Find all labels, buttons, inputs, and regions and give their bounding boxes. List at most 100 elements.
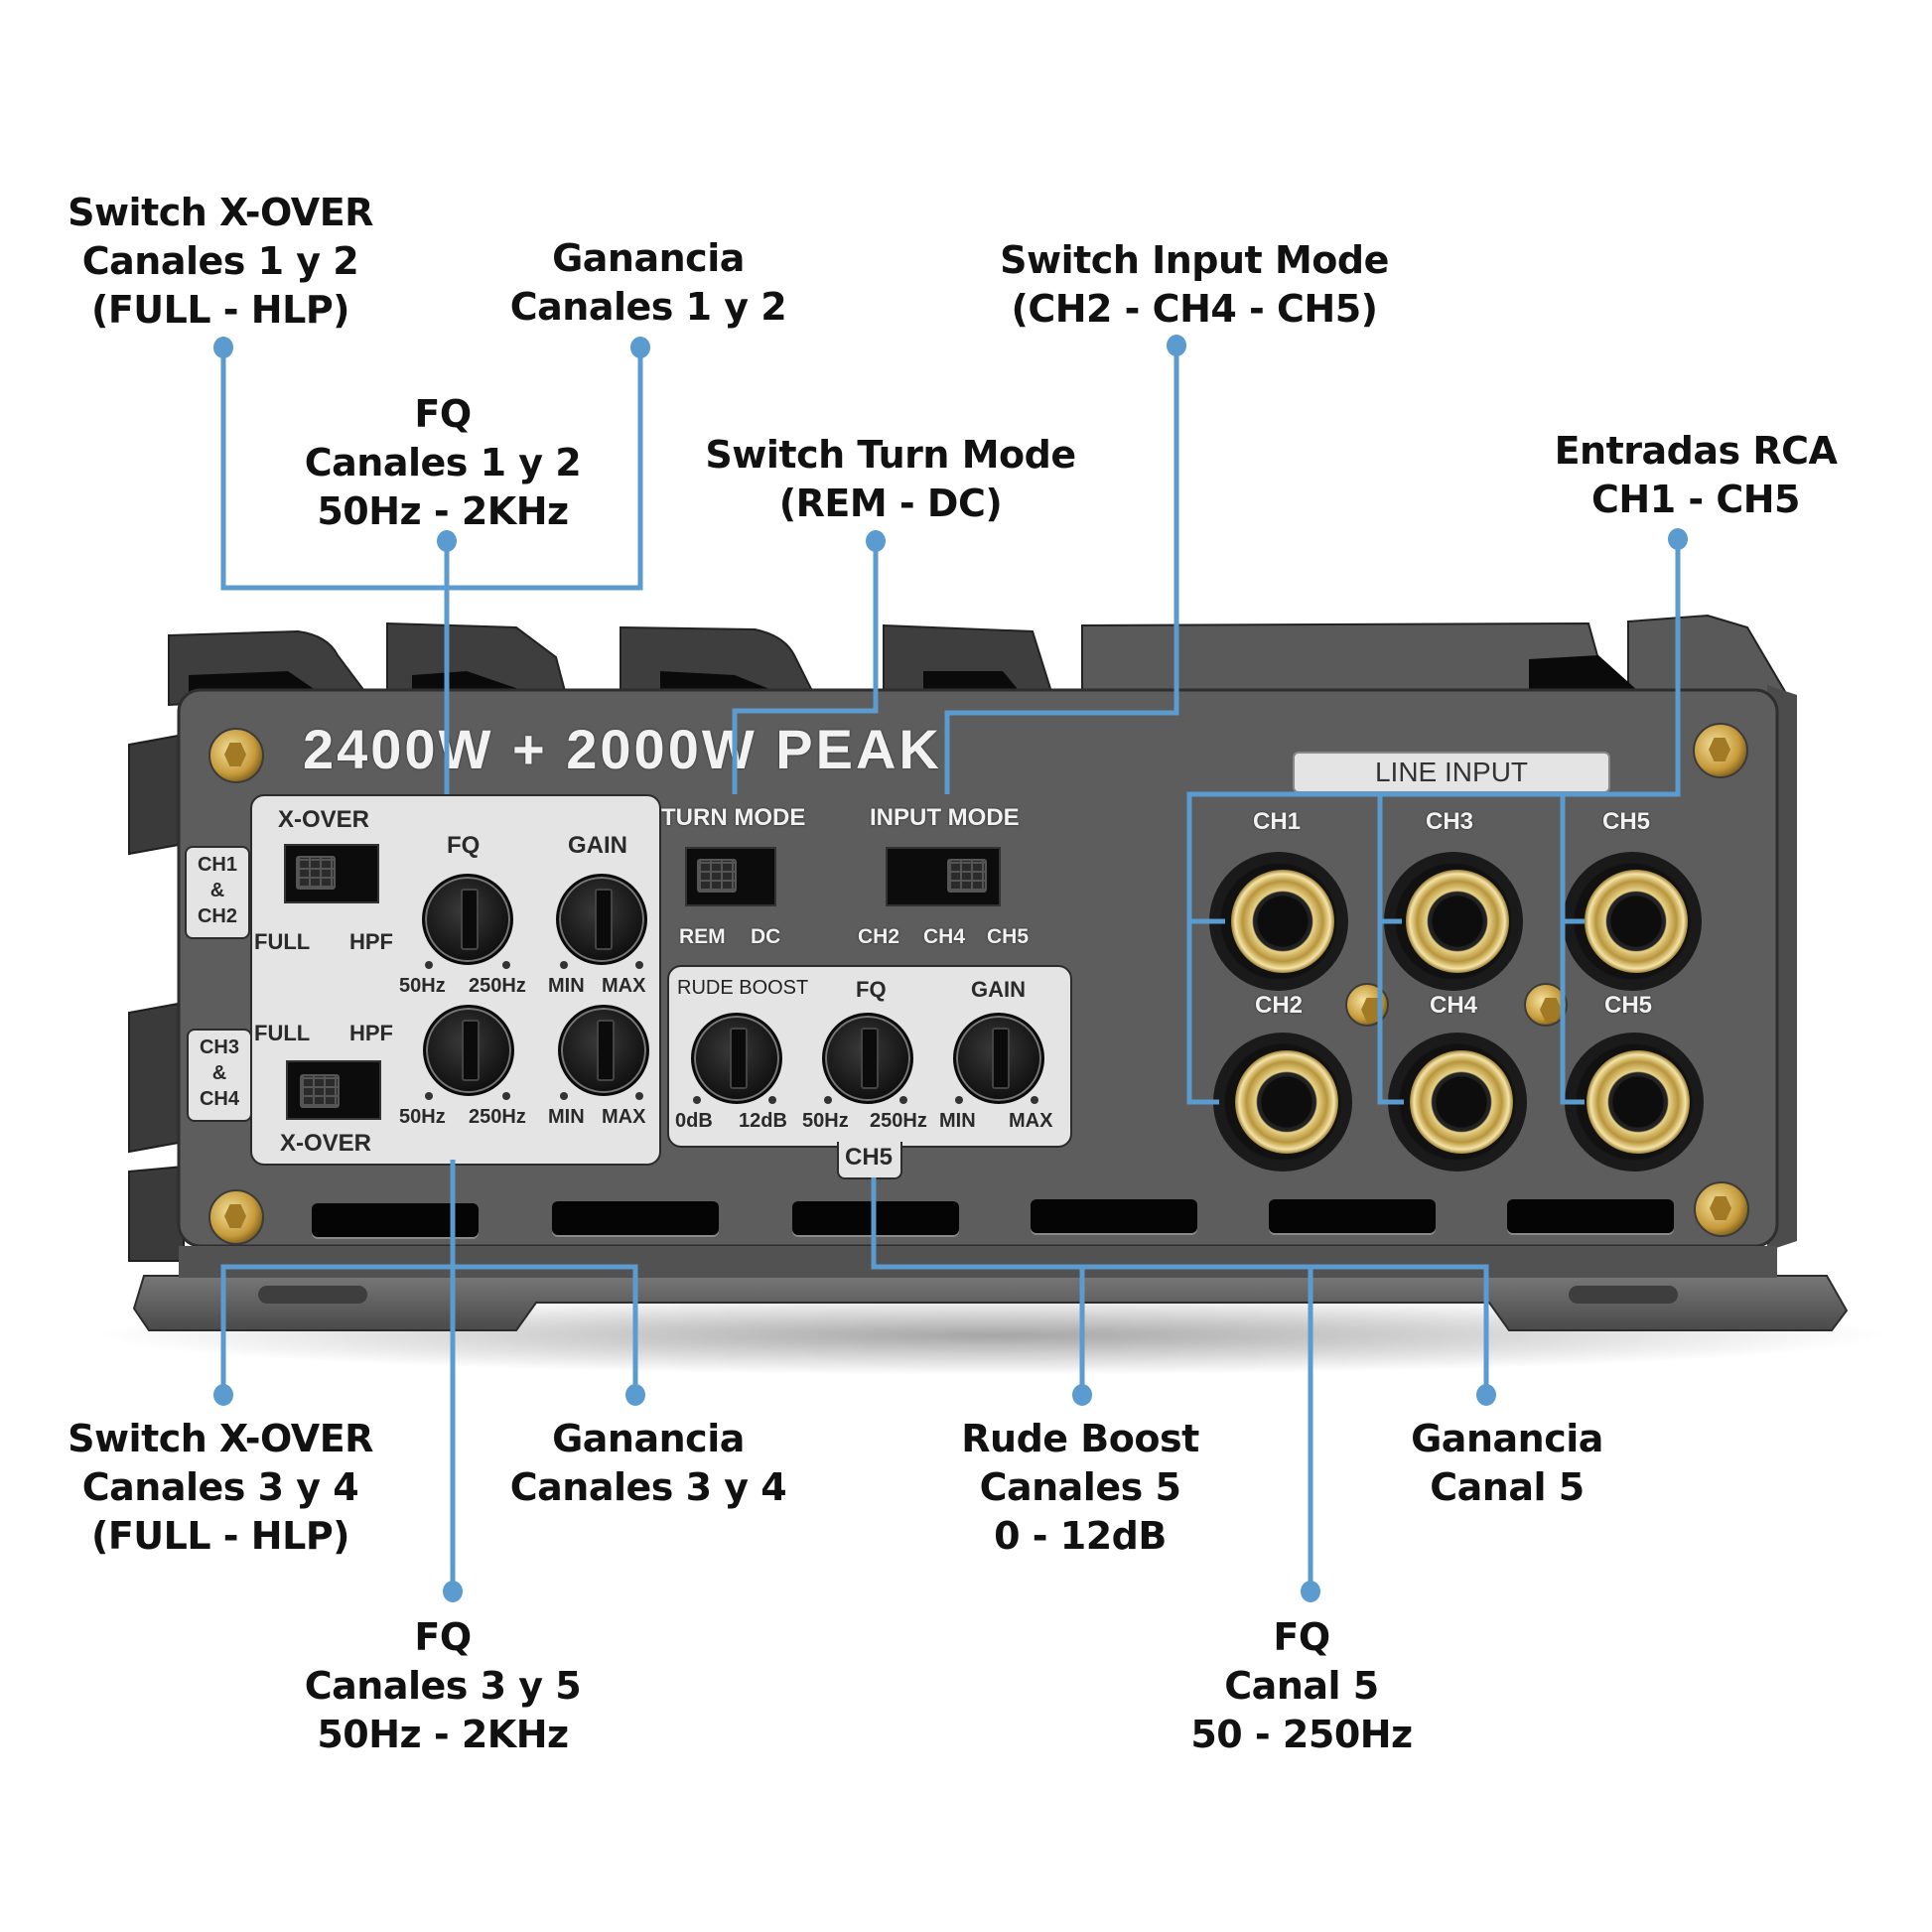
callout-turn-mode: Switch Turn Mode(REM - DC) [705,431,1076,528]
ch5-badge: CH5 [837,1142,902,1179]
jack-label-ch5b: CH5 [1604,992,1653,1019]
xover-option-hpf: HPF [349,1021,393,1045]
xover-switch-ch12[interactable] [284,844,379,903]
rca-jack-ch3[interactable] [1384,852,1523,991]
callout-line: Canales 3 y 4 [509,1465,787,1509]
xover-option-full: FULL [254,1021,311,1045]
marker-dot [425,961,433,969]
turn-mode-option-rem: REM [679,925,726,948]
callout-line: Canal 5 [1224,1664,1379,1708]
rca-jack-ch5[interactable] [1563,852,1702,991]
turn-mode-switch[interactable] [685,847,776,906]
flange-slot-right [1569,1286,1678,1304]
callout-dot [866,530,886,552]
gain-knob-ch12[interactable] [556,874,647,965]
gain-min-label: MIN [548,975,585,997]
xover-12-leader [220,347,643,591]
marker-dot [768,1096,776,1104]
turn-mode-leader [732,541,879,794]
badge-line: CH4 [199,1088,239,1110]
ch5-leader [871,1177,1489,1591]
marker-dot [635,961,643,969]
jack-label-ch1: CH1 [1253,808,1302,835]
vent-slot [552,1201,719,1235]
gain-knob-ch34[interactable] [558,1005,649,1096]
chassis-shadow [99,1296,1886,1375]
callout-line: Switch X-OVER [68,191,373,234]
callout-line: (FULL - HLP) [90,1514,350,1558]
screw-icon [1694,1181,1749,1237]
marker-dot [635,1092,643,1100]
flange-bend [179,1246,1777,1278]
vent-slot [1269,1199,1436,1233]
callout-line: 50 - 250Hz [1190,1713,1413,1756]
callout-line: Ganancia [552,236,745,280]
fq-knob-ch5[interactable] [822,1013,913,1104]
gain-max-label: MAX [602,975,646,997]
fq-knob-ch34[interactable] [423,1005,514,1096]
marker-dot [1031,1096,1038,1104]
fq-knob-ch12[interactable] [422,874,513,965]
marker-dot [693,1096,701,1104]
callout-dot [625,1384,645,1406]
mounting-flange [132,1275,1849,1331]
rca-jack-ch1[interactable] [1209,852,1348,991]
callout-line: Canal 5 [1430,1465,1585,1509]
callout-dot [213,1384,233,1406]
callout-line: Canales 5 [979,1465,1181,1509]
gain-knob-ch5[interactable] [953,1013,1044,1104]
xover-label: X-OVER [278,806,370,833]
callout-dot [443,1581,463,1602]
gain-min-label: MIN [548,1106,585,1128]
callout-line: FQ [1273,1615,1330,1659]
xover-switch-ch34[interactable] [286,1060,381,1120]
jack-label-ch2: CH2 [1255,992,1304,1019]
callout-line: FQ [414,392,472,436]
callout-input-mode: Switch Input Mode(CH2 - CH4 - CH5) [1000,236,1389,334]
line-input-label: LINE INPUT [1374,757,1529,787]
heatsink-fins [168,614,1789,707]
callout-line: (FULL - HLP) [90,288,350,332]
input-mode-label: INPUT MODE [870,804,1020,831]
rude-boost-knob[interactable] [691,1013,782,1104]
callout-line: Canales 1 y 2 [509,285,787,329]
input-mode-switch[interactable] [886,847,1001,906]
callout-xover-12: Switch X-OVER Canales 1 y 2 (FULL - HLP) [68,189,373,335]
xover-option-hpf: HPF [349,929,393,954]
ch5-fq-min-label: 50Hz [802,1110,849,1132]
jack-label-ch5: CH5 [1602,808,1651,835]
input-mode-leader [944,345,1179,794]
ch5-fq-label: FQ [856,977,887,1002]
rca-jack-ch5b[interactable] [1565,1033,1704,1172]
callout-line: 50Hz - 2KHz [317,1713,569,1756]
ch12-badge: CH1 & CH2 [185,846,250,939]
fq-max-label: 250Hz [469,1106,526,1128]
callout-line: 50Hz - 2KHz [317,489,569,533]
callout-line: Canales 3 y 4 [81,1465,359,1509]
gain-max-label: MAX [602,1106,646,1128]
rca-jack-ch2[interactable] [1213,1033,1352,1172]
callout-line: Ganancia [552,1417,745,1460]
callout-dot [1668,528,1688,550]
input-mode-option-ch2: CH2 [858,925,900,948]
marker-dot [824,1096,832,1104]
marker-dot [425,1092,433,1100]
vent-slot [1031,1199,1197,1233]
callout-line: Canales 1 y 2 [81,239,359,283]
screw-icon [1693,723,1748,778]
fq-min-label: 50Hz [399,975,446,997]
jack-label-ch4: CH4 [1430,992,1478,1019]
rca-jack-ch4[interactable] [1388,1033,1527,1172]
callout-line: (REM - DC) [778,482,1003,525]
input-mode-option-ch5: CH5 [987,925,1030,948]
callout-line: Canales 3 y 5 [304,1664,582,1708]
callout-dot [1167,335,1186,356]
callout-line: Canales 1 y 2 [304,441,582,484]
callout-line: 0 - 12dB [994,1514,1167,1558]
marker-dot [502,961,510,969]
